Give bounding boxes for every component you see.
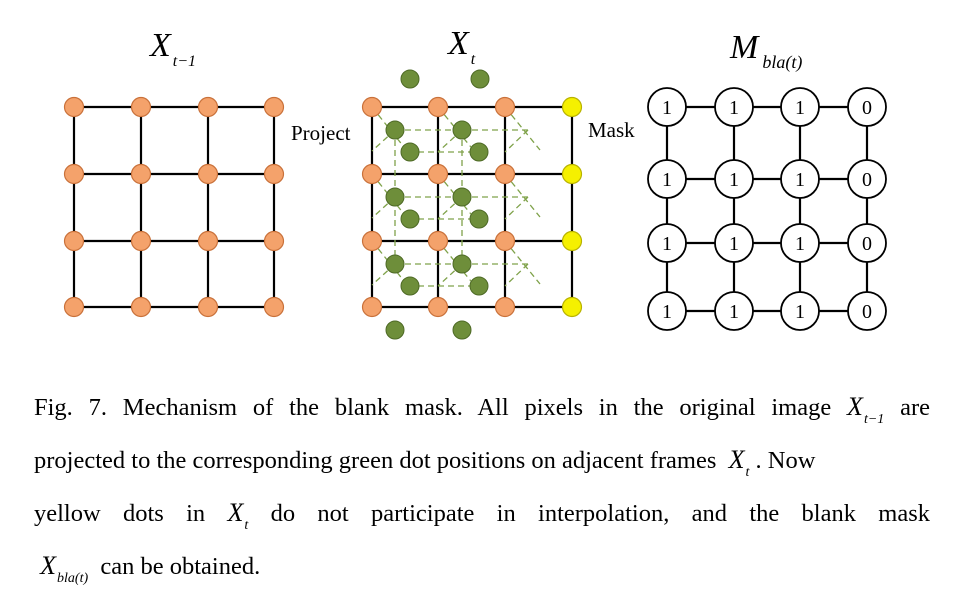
green-dot: [452, 320, 472, 340]
mask-value: 1: [729, 97, 739, 119]
mask-node: [647, 291, 687, 331]
yellow-dot: [561, 296, 583, 318]
mask-grid: 1 1 1 0 1 1 1 0 1 1 1 0 1 1 1 0: [647, 87, 887, 331]
mask-node: [647, 223, 687, 263]
green-dot: [400, 276, 420, 296]
orange-dot: [263, 296, 285, 318]
mask-value: 0: [862, 301, 872, 323]
yellow-dot: [561, 163, 583, 185]
green-dot: [469, 276, 489, 296]
mask-value: 1: [729, 169, 739, 191]
mask-node: [847, 291, 887, 331]
mask-value: 1: [795, 169, 805, 191]
orange-dot: [130, 96, 152, 118]
mask-value: 0: [862, 97, 872, 119]
figure-caption: Fig. 7. Mechanism of the blank mask. All…: [34, 383, 930, 595]
green-dot: [385, 120, 405, 140]
orange-dot: [63, 296, 85, 318]
caption-line-3: yellow dots in Xt do not participate in …: [34, 498, 931, 533]
orange-dot: [197, 230, 219, 252]
mask-node: [780, 291, 820, 331]
orange-dot: [197, 296, 219, 318]
green-dot: [385, 254, 405, 274]
middle-grid: [361, 69, 583, 340]
mask-value: 1: [662, 233, 672, 255]
green-dot: [469, 209, 489, 229]
mask-value: 1: [729, 301, 739, 323]
orange-dot: [263, 230, 285, 252]
mask-value: 1: [729, 233, 739, 255]
orange-dot: [361, 296, 383, 318]
mask-node: [780, 159, 820, 199]
green-dot: [452, 120, 472, 140]
orange-dot: [494, 163, 516, 185]
mask-node: [647, 159, 687, 199]
green-dot: [385, 320, 405, 340]
green-dot: [452, 254, 472, 274]
yellow-dot: [561, 96, 583, 118]
orange-dot: [361, 96, 383, 118]
left-grid: [63, 96, 285, 318]
orange-dot: [130, 230, 152, 252]
mask-value: 1: [662, 169, 672, 191]
orange-dot: [263, 163, 285, 185]
orange-dot: [427, 296, 449, 318]
orange-dot: [130, 296, 152, 318]
mask-node: [780, 87, 820, 127]
orange-dot: [197, 96, 219, 118]
project-label: Project: [291, 121, 351, 145]
orange-dot: [427, 96, 449, 118]
mask-node: [847, 223, 887, 263]
green-dot: [400, 209, 420, 229]
mask-label: Mask: [588, 118, 635, 142]
mask-value: 1: [795, 97, 805, 119]
mask-node: [714, 223, 754, 263]
caption-line-2: projected to the corresponding green dot…: [34, 445, 816, 480]
green-dot: [400, 69, 420, 89]
mask-node: [847, 159, 887, 199]
mask-value: 0: [862, 169, 872, 191]
yellow-dot: [561, 230, 583, 252]
green-dot: [385, 187, 405, 207]
orange-dot: [361, 230, 383, 252]
caption-line-1: Fig. 7. Mechanism of the blank mask. All…: [34, 392, 931, 427]
orange-dot: [63, 163, 85, 185]
mask-node: [647, 87, 687, 127]
orange-dot: [63, 96, 85, 118]
orange-dot: [427, 230, 449, 252]
mask-node: [847, 87, 887, 127]
mask-value: 1: [795, 233, 805, 255]
green-dot: [452, 187, 472, 207]
mask-value: 1: [662, 97, 672, 119]
mask-node: [714, 87, 754, 127]
mask-value: 1: [662, 301, 672, 323]
mask-value: 1: [795, 301, 805, 323]
mask-node: [714, 159, 754, 199]
orange-dot: [494, 96, 516, 118]
mask-node: [780, 223, 820, 263]
orange-dot: [494, 296, 516, 318]
orange-dot: [197, 163, 219, 185]
orange-dot: [361, 163, 383, 185]
orange-dot: [63, 230, 85, 252]
green-dot: [470, 69, 490, 89]
orange-dot: [427, 163, 449, 185]
mask-value: 0: [862, 233, 872, 255]
green-dot: [469, 142, 489, 162]
caption-line-4: Xbla(t) can be obtained.: [40, 551, 261, 586]
orange-dot: [263, 96, 285, 118]
mask-node: [714, 291, 754, 331]
orange-dot: [130, 163, 152, 185]
orange-dot: [494, 230, 516, 252]
green-dot: [400, 142, 420, 162]
